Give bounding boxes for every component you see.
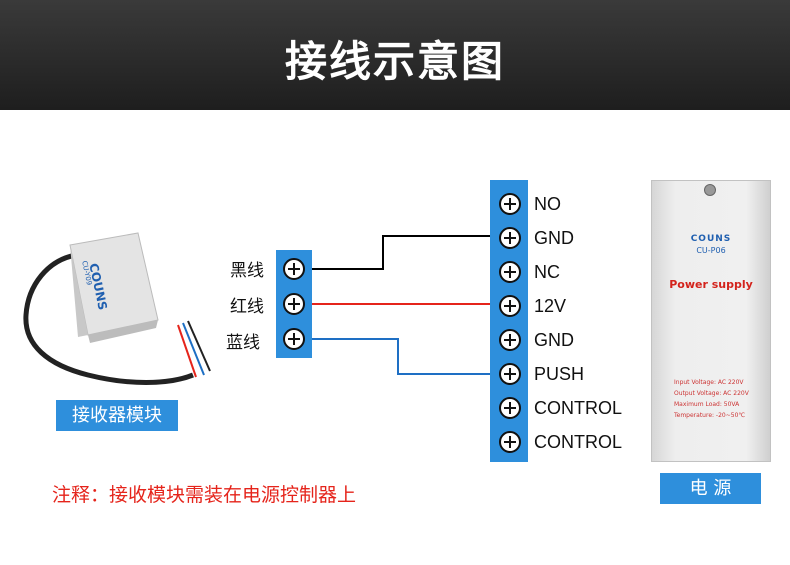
screw-icon — [283, 328, 305, 350]
terminal-label-control-2: CONTROL — [534, 432, 623, 452]
power-supply-caption: 电 源 — [660, 473, 761, 504]
controller-terminal-block — [490, 180, 528, 462]
black-wire-label: 黑线 — [230, 261, 264, 281]
psu-spec-input: Input Voltage: AC 220V — [674, 379, 744, 386]
psu-title: Power supply — [669, 278, 753, 291]
receiver-caption: 接收器模块 — [56, 400, 178, 431]
terminal-label-nc: NC — [534, 262, 560, 282]
installation-note: 注释：接收模块需装在电源控制器上 — [52, 484, 357, 506]
screw-icon — [499, 329, 521, 351]
psu-spec-output: Output Voltage: AC 220V — [674, 390, 749, 397]
blue-wire — [307, 338, 498, 375]
terminal-label-gnd: GND — [534, 228, 574, 248]
terminal-label-gnd-2: GND — [534, 330, 574, 350]
screw-icon — [499, 363, 521, 385]
red-wire-label: 红线 — [230, 297, 264, 317]
screw-icon — [283, 258, 305, 280]
terminal-label-push: PUSH — [534, 364, 585, 384]
screw-icon — [283, 293, 305, 315]
screw-icon — [499, 431, 521, 453]
black-wire — [307, 235, 498, 270]
screw-icon — [499, 227, 521, 249]
header-bar: 接线示意图 — [0, 0, 790, 110]
terminal-label-12v: 12V — [534, 296, 567, 316]
blue-wire-label: 蓝线 — [226, 333, 260, 353]
page-title: 接线示意图 — [284, 37, 505, 86]
screw-icon — [499, 193, 521, 215]
psu-spec-temperature: Temperature: -20~50℃ — [674, 412, 746, 419]
screw-icon — [499, 261, 521, 283]
psu-spec-load: Maximum Load: 50VA — [674, 401, 740, 408]
receiver-module-image — [23, 232, 211, 385]
screw-icon — [499, 295, 521, 317]
psu-model: CU-P06 — [696, 246, 726, 255]
terminal-label-no: NO — [534, 194, 561, 214]
terminal-label-control: CONTROL — [534, 398, 623, 418]
power-supply-unit: COUNS CU-P06 Power supply Input Voltage:… — [651, 180, 771, 462]
screw-icon — [704, 184, 716, 196]
screw-icon — [499, 397, 521, 419]
psu-brand: COUNS — [690, 234, 732, 244]
